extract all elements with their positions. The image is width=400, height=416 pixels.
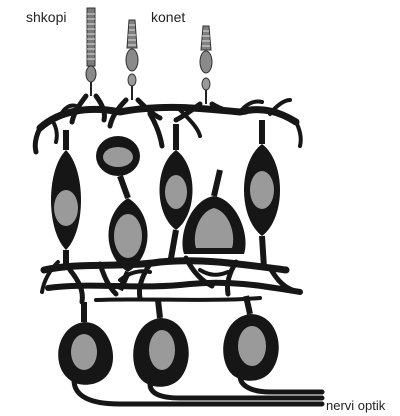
cones-label: konet	[151, 9, 185, 25]
photoreceptor-rod	[86, 8, 96, 96]
ganglion-cell-1	[58, 302, 113, 385]
horizontal-cell	[96, 136, 140, 176]
optic-nerve-fibers	[74, 376, 322, 404]
bipolar-cell-3	[244, 120, 280, 268]
optic-nerve-label: nervi optik	[326, 398, 385, 414]
photoreceptor-cone-1	[126, 20, 138, 100]
ganglion-cell-2	[133, 300, 189, 387]
inner-plexiform-network	[42, 258, 300, 302]
bipolar-cell-1	[51, 130, 81, 268]
ganglion-cell-3	[223, 296, 279, 381]
rods-label: shkopi	[26, 9, 66, 25]
photoreceptor-cone-2	[200, 26, 212, 104]
